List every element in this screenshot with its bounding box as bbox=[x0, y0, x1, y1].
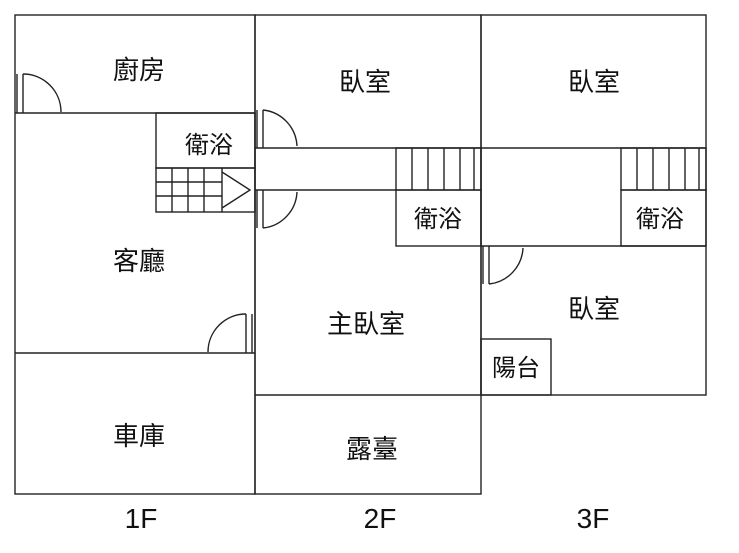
door-bedroom-3f bbox=[482, 246, 524, 285]
door-kitchen bbox=[16, 73, 62, 113]
room-terrace: 露臺 bbox=[346, 435, 398, 465]
room-bath-2f: 衛浴 bbox=[414, 205, 462, 233]
stairs-1f bbox=[155, 167, 256, 213]
room-master: 主臥室 bbox=[327, 310, 405, 340]
room-living: 客廳 bbox=[113, 247, 165, 277]
room-bedroom-3f-bottom: 臥室 bbox=[568, 295, 620, 325]
room-bath-1f: 衛浴 bbox=[185, 131, 233, 159]
floor-label-1f: 1F bbox=[125, 503, 158, 534]
floor-label-2f: 2F bbox=[364, 503, 397, 534]
floor-2: 臥室 衛浴 主臥室 露臺 2F bbox=[254, 14, 482, 534]
door-living bbox=[207, 313, 253, 353]
floor-label-3f: 3F bbox=[577, 503, 610, 534]
room-bedroom-3f-top: 臥室 bbox=[568, 68, 620, 98]
door-master bbox=[256, 190, 298, 229]
bath-3f-box bbox=[620, 189, 707, 247]
stairs-3f bbox=[620, 147, 707, 191]
floor-1: 廚房 衛浴 客廳 車庫 1F bbox=[14, 14, 256, 534]
room-balcony: 陽台 bbox=[492, 354, 540, 382]
stairs-2f bbox=[395, 147, 482, 191]
balcony-box bbox=[480, 338, 552, 396]
room-bedroom-2f: 臥室 bbox=[339, 68, 391, 98]
floor-3: 臥室 衛浴 臥室 陽台 3F bbox=[480, 14, 707, 534]
room-bath-3f: 衛浴 bbox=[636, 205, 684, 233]
door-bedroom-2f bbox=[256, 109, 298, 148]
room-kitchen: 廚房 bbox=[113, 56, 165, 86]
room-garage: 車庫 bbox=[113, 422, 165, 452]
